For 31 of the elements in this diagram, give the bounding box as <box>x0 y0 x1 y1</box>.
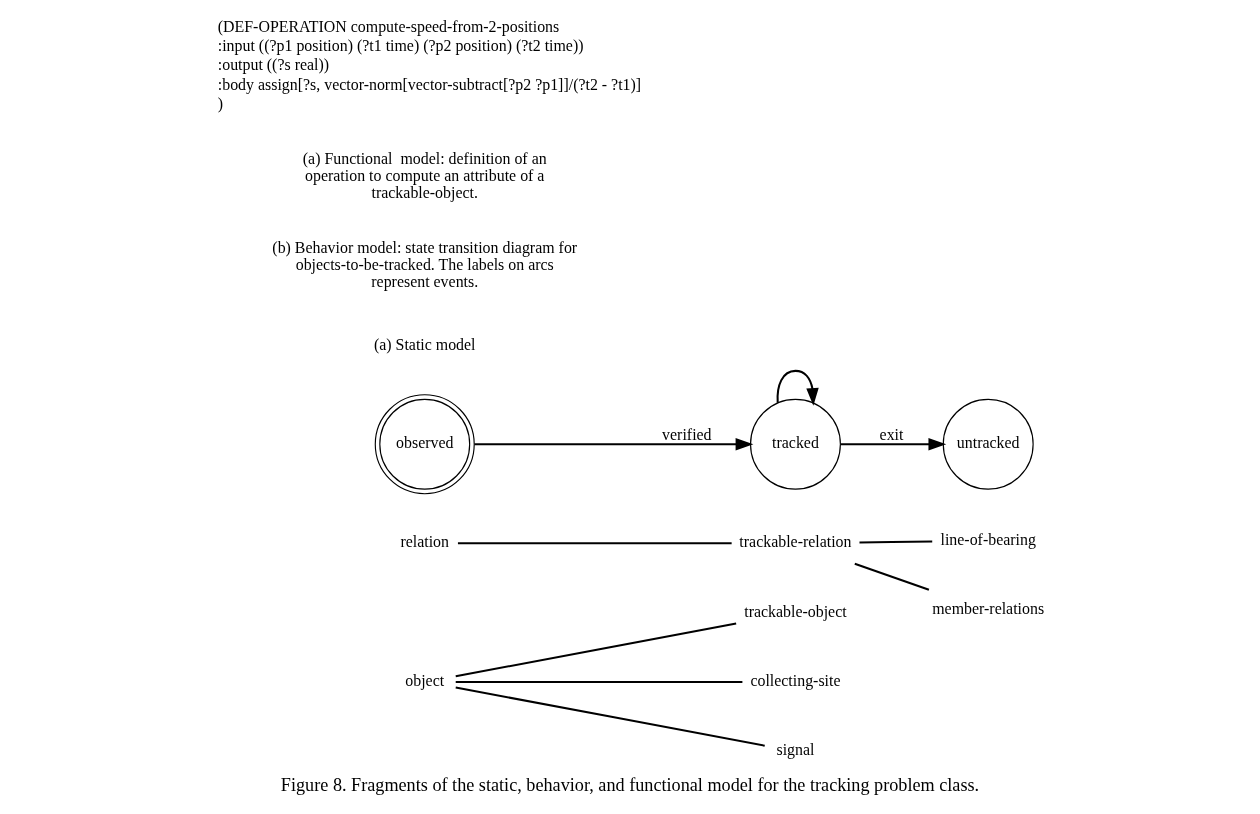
node-circle: tracked <box>749 398 841 490</box>
arrow <box>474 438 754 451</box>
connector <box>859 540 933 544</box>
node-circle: observed <box>374 394 475 495</box>
connector <box>455 686 765 747</box>
label: ) <box>217 95 224 113</box>
connector <box>455 622 737 678</box>
label: (b) Behavior model: state transition diagram for objects-to-be-tracked. The labels on arcs represent events. <box>272 238 578 290</box>
label: :output ((?s real)) <box>217 56 330 74</box>
node-text: member-relations <box>932 600 1045 618</box>
edge-label: verified <box>662 425 712 443</box>
label: :input ((?p1 position) (?t1 time) (?p2 position) (?t2 time)) <box>217 37 584 55</box>
node-text: trackable-relation <box>739 533 852 551</box>
node-circle: untracked <box>942 398 1034 490</box>
label: (a) Functional model: definition of an operation to compute an attribute of a trackable-object. <box>302 150 547 202</box>
node-text: trackable-object <box>744 602 847 620</box>
label: (a) Static model <box>373 335 476 353</box>
label: (DEF-OPERATION compute-speed-from-2-positions <box>217 17 560 35</box>
node-text: signal <box>776 741 815 759</box>
arrow <box>776 369 819 406</box>
connector <box>455 680 743 683</box>
edge-label: exit <box>879 425 904 443</box>
label: :body assign[?s, vector-norm[vector-subtract[?p2 ?p1]]/(?t2 - ?t1)] <box>217 75 642 93</box>
node-text: collecting-site <box>750 672 841 690</box>
connector <box>457 542 732 545</box>
node-text: line-of-bearing <box>940 531 1036 549</box>
caption: Figure 8. Fragments of the static, behavior, and functional model for the tracking problem class. <box>280 774 980 795</box>
node-text: object <box>405 672 445 690</box>
node-text: relation <box>400 533 450 551</box>
arrow <box>840 438 947 451</box>
connector <box>854 562 930 591</box>
